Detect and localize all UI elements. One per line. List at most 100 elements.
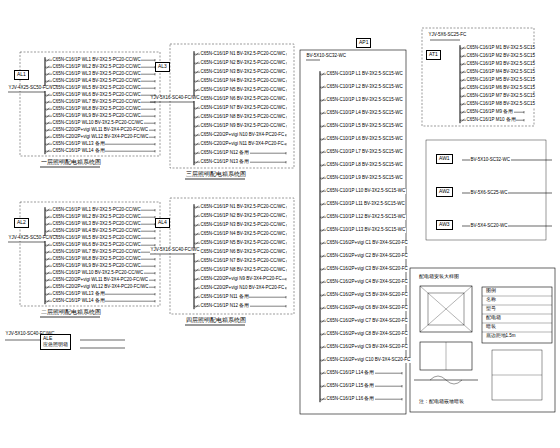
breaker-symbol: [47, 216, 50, 219]
breaker-symbol: [47, 293, 50, 296]
wire-end: [155, 258, 156, 260]
cable-label: YJV-5X16-SC40-FC/WC: [150, 96, 200, 101]
cable-label: C65N-C16/1P WL1 BV-3X2.5-PC20-CC/WC: [52, 58, 141, 63]
box-label: AW3: [439, 222, 450, 228]
cable-label: C65N-C16/1P N3 BV-3X2.5-PC20-CC/WC: [200, 223, 286, 228]
breaker-symbol: [196, 62, 199, 65]
distribution-box: AT1: [426, 50, 441, 60]
wire-end: [402, 372, 403, 374]
cable-label: 注：配电箱嵌墙暗装: [418, 400, 464, 405]
cable-label: C65N-C20/2P+vigi N9 BV-3X4-PC20-FC: [200, 277, 282, 282]
cable-label: C65N-C16/1P M10 备用: [466, 118, 516, 123]
cable-label: C65N-C16/1P WL3 BV-3X2.5-PC20-CC/WC: [52, 72, 141, 77]
cable-label: C65N-C10/1P L10 BV-3X2.5-SC15-WC: [326, 189, 406, 194]
cable-label: C65N-C16/1P WL7 BV-3X2.5-PC20-CC/WC: [52, 100, 141, 105]
cable-label: BV-5X4-SC20-WC: [470, 224, 508, 229]
cable-label: C65N-C16/2P+vigi C1 BV-3X4-SC20-FC: [326, 241, 408, 246]
wire-end: [286, 143, 287, 145]
breaker-symbol: [47, 286, 50, 289]
wire-end: [155, 237, 156, 239]
wire-end: [155, 143, 156, 145]
cable-label: C65N-C16/1P N5 BV-3X2.5-PC20-CC/WC: [200, 241, 286, 246]
cable-label: C65N-C16/1P N12 备用: [200, 151, 250, 156]
cable-label: C65N-C16/1P M8 BV-3X2.5-SC15: [466, 102, 535, 107]
cable-label: C65N-C20/2P+vigi WL11 BV-3X4-PC20-FC/WC: [52, 128, 149, 133]
cable-label: 二层照明配电箱系统图: [40, 310, 101, 316]
cable-label: C65N-C16/1P L14 备用: [326, 371, 375, 376]
breaker-symbol: [196, 260, 199, 263]
cable-label: C65N-C16/2P+vigi C3 BV-3X4-SC20-FC: [326, 267, 408, 272]
cable-label: C65N-C16/1P WL2 BV-3X2.5-PC20-CC/WC: [52, 65, 141, 70]
cable-label: C65N-C16/1P N3 BV-3X2.5-PC20-CC/WC: [200, 70, 286, 75]
wire-end: [402, 398, 403, 400]
breaker-symbol: [47, 136, 50, 139]
distribution-box: AW2: [436, 187, 453, 197]
wire-end: [155, 122, 156, 124]
cable-label: 四层照明配电箱系统图: [185, 318, 246, 324]
breaker-symbol: [322, 138, 325, 141]
cable-label: C65N-C10/1P L6 BV-3X2.5-SC15-WC: [326, 137, 403, 142]
cable-label: 配电箱: [485, 316, 501, 321]
cable-label: C65N-C16/1P WL14 备用: [52, 149, 105, 154]
wire-end: [524, 111, 525, 113]
cable-label: C65N-C16/1P L15 备用: [326, 384, 375, 389]
cable-label: C65N-C16/1P N11 备用: [200, 295, 249, 300]
distribution-box: ALE应急照明箱: [40, 334, 71, 350]
wire-end: [155, 150, 156, 152]
cable-label: 型号: [485, 307, 496, 312]
wire-end: [155, 279, 156, 281]
busbar: [320, 71, 321, 402]
cable-label: C65N-C16/1P WL8 BV-3X2.5-PC20-CC/WC: [52, 107, 141, 112]
cable-label: 名称: [485, 298, 496, 303]
breaker-symbol: [47, 265, 50, 268]
breaker-symbol: [196, 53, 199, 56]
distribution-box: AL1: [14, 70, 29, 80]
wire-end: [155, 230, 156, 232]
busbar: [194, 204, 195, 309]
cable-label: C65N-C16/1P N13 备用: [200, 160, 250, 165]
breaker-symbol: [196, 206, 199, 209]
distribution-box: AL4: [155, 218, 170, 228]
title-underline: [40, 167, 100, 168]
wire-end: [155, 87, 156, 89]
cable-label: C65N-C16/2P+vigi C6 BV-3X4-SC20-FC: [326, 306, 408, 311]
cable-label: C65N-C10/1P L9 BV-3X2.5-SC15-WC: [326, 176, 403, 181]
wire-end: [286, 134, 287, 136]
cable-label: C65N-C20/2P+vigi WL12 BV-3X4-PC20-FC/WC: [52, 285, 149, 290]
breaker-symbol: [196, 215, 199, 218]
breaker-symbol: [322, 203, 325, 206]
breaker-symbol: [47, 143, 50, 146]
wire-end: [155, 244, 156, 246]
wire-end: [155, 293, 156, 295]
breaker-symbol: [322, 164, 325, 167]
cable-label: 底边距地1.5m: [485, 334, 516, 339]
breaker-symbol: [47, 108, 50, 111]
title-underline: [185, 179, 245, 180]
cable-label: C65N-C10/1P L4 BV-3X2.5-SC15-WC: [326, 111, 403, 116]
cable-label: C65N-C16/1P WL6 BV-3X2.5-PC20-CC/WC: [52, 93, 141, 98]
breaker-symbol: [322, 359, 325, 362]
cable-label: C65N-C10/1P L2 BV-3X2.5-SC15-WC: [326, 85, 403, 90]
cable-label: C65N-C16/1P M9 备用: [466, 110, 514, 115]
breaker-symbol: [196, 296, 199, 299]
breaker-symbol: [196, 305, 199, 308]
breaker-symbol: [196, 224, 199, 227]
breaker-symbol: [47, 209, 50, 212]
cable-label: C65N-C16/1P WL13 备用: [52, 292, 105, 297]
breaker-symbol: [196, 116, 199, 119]
breaker-symbol: [322, 216, 325, 219]
cable-label: C65N-C16/2P+vigi C7 BV-3X4-SC20-FC: [326, 319, 408, 324]
cable-label: C65N-C16/1P N6 BV-3X2.5-PC20-CC/WC: [200, 250, 286, 255]
breaker-symbol: [462, 87, 465, 90]
breaker-symbol: [196, 71, 199, 74]
cable-label: C65N-C20/2P+vigi WL12 BV-3X4-PC20-FC/WC: [52, 135, 149, 140]
breaker-symbol: [196, 287, 199, 290]
cable-label: C65N-C16/1P WL10 BV-3X2.5-PC20-CC/WC: [52, 121, 144, 126]
cable-label: C65N-C10/1P L8 BV-3X2.5-SC15-WC: [326, 163, 403, 168]
wire-end: [155, 209, 156, 211]
wire-end: [524, 119, 525, 121]
cable-label: C65N-C16/1P N2 BV-3X2.5-PC20-CC/WC: [200, 214, 286, 219]
breaker-symbol: [322, 398, 325, 401]
cable-label: C65N-C16/1P N6 BV-3X2.5-PC20-CC/WC: [200, 97, 286, 102]
cable-label: C65N-C16/1P L16 备用: [326, 397, 375, 402]
